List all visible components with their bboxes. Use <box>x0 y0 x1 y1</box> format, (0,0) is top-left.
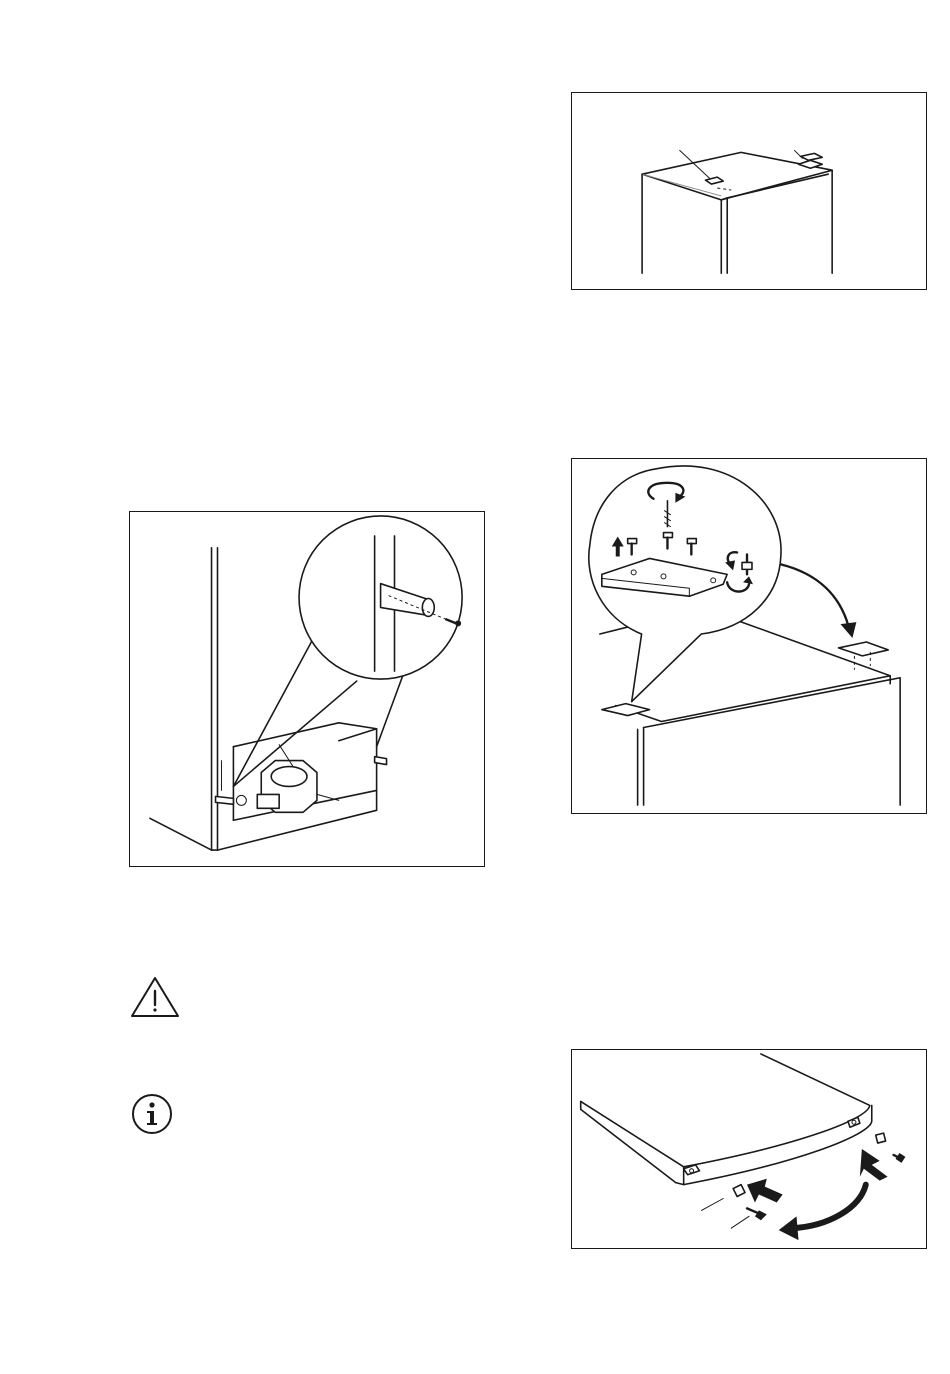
figure-hinge-swap <box>571 458 927 814</box>
info-circle-icon <box>131 1093 173 1135</box>
hinge-plate-left <box>602 704 650 716</box>
move-arrow-icon <box>781 564 849 626</box>
hinge-plate-right <box>838 642 888 656</box>
handle-fitting <box>733 1185 745 1197</box>
figure-compressor-detail <box>129 511 485 867</box>
compressor-drawing <box>130 512 484 866</box>
hinge-cover-left <box>705 177 723 184</box>
figure-door-handles <box>571 1049 927 1249</box>
arrow-up-left-icon <box>747 1179 783 1203</box>
swap-arrow-icon <box>793 1185 866 1229</box>
figure-top-cabinet <box>571 92 927 290</box>
hinge-swap-drawing <box>572 459 926 813</box>
warning-triangle-icon <box>130 975 180 1019</box>
cabinet-top-drawing <box>572 93 926 289</box>
arrow-down-right-icon <box>860 1149 888 1181</box>
handle-fitting <box>876 1133 886 1143</box>
rear-peg <box>375 757 387 765</box>
door-top-drawing <box>572 1050 926 1248</box>
